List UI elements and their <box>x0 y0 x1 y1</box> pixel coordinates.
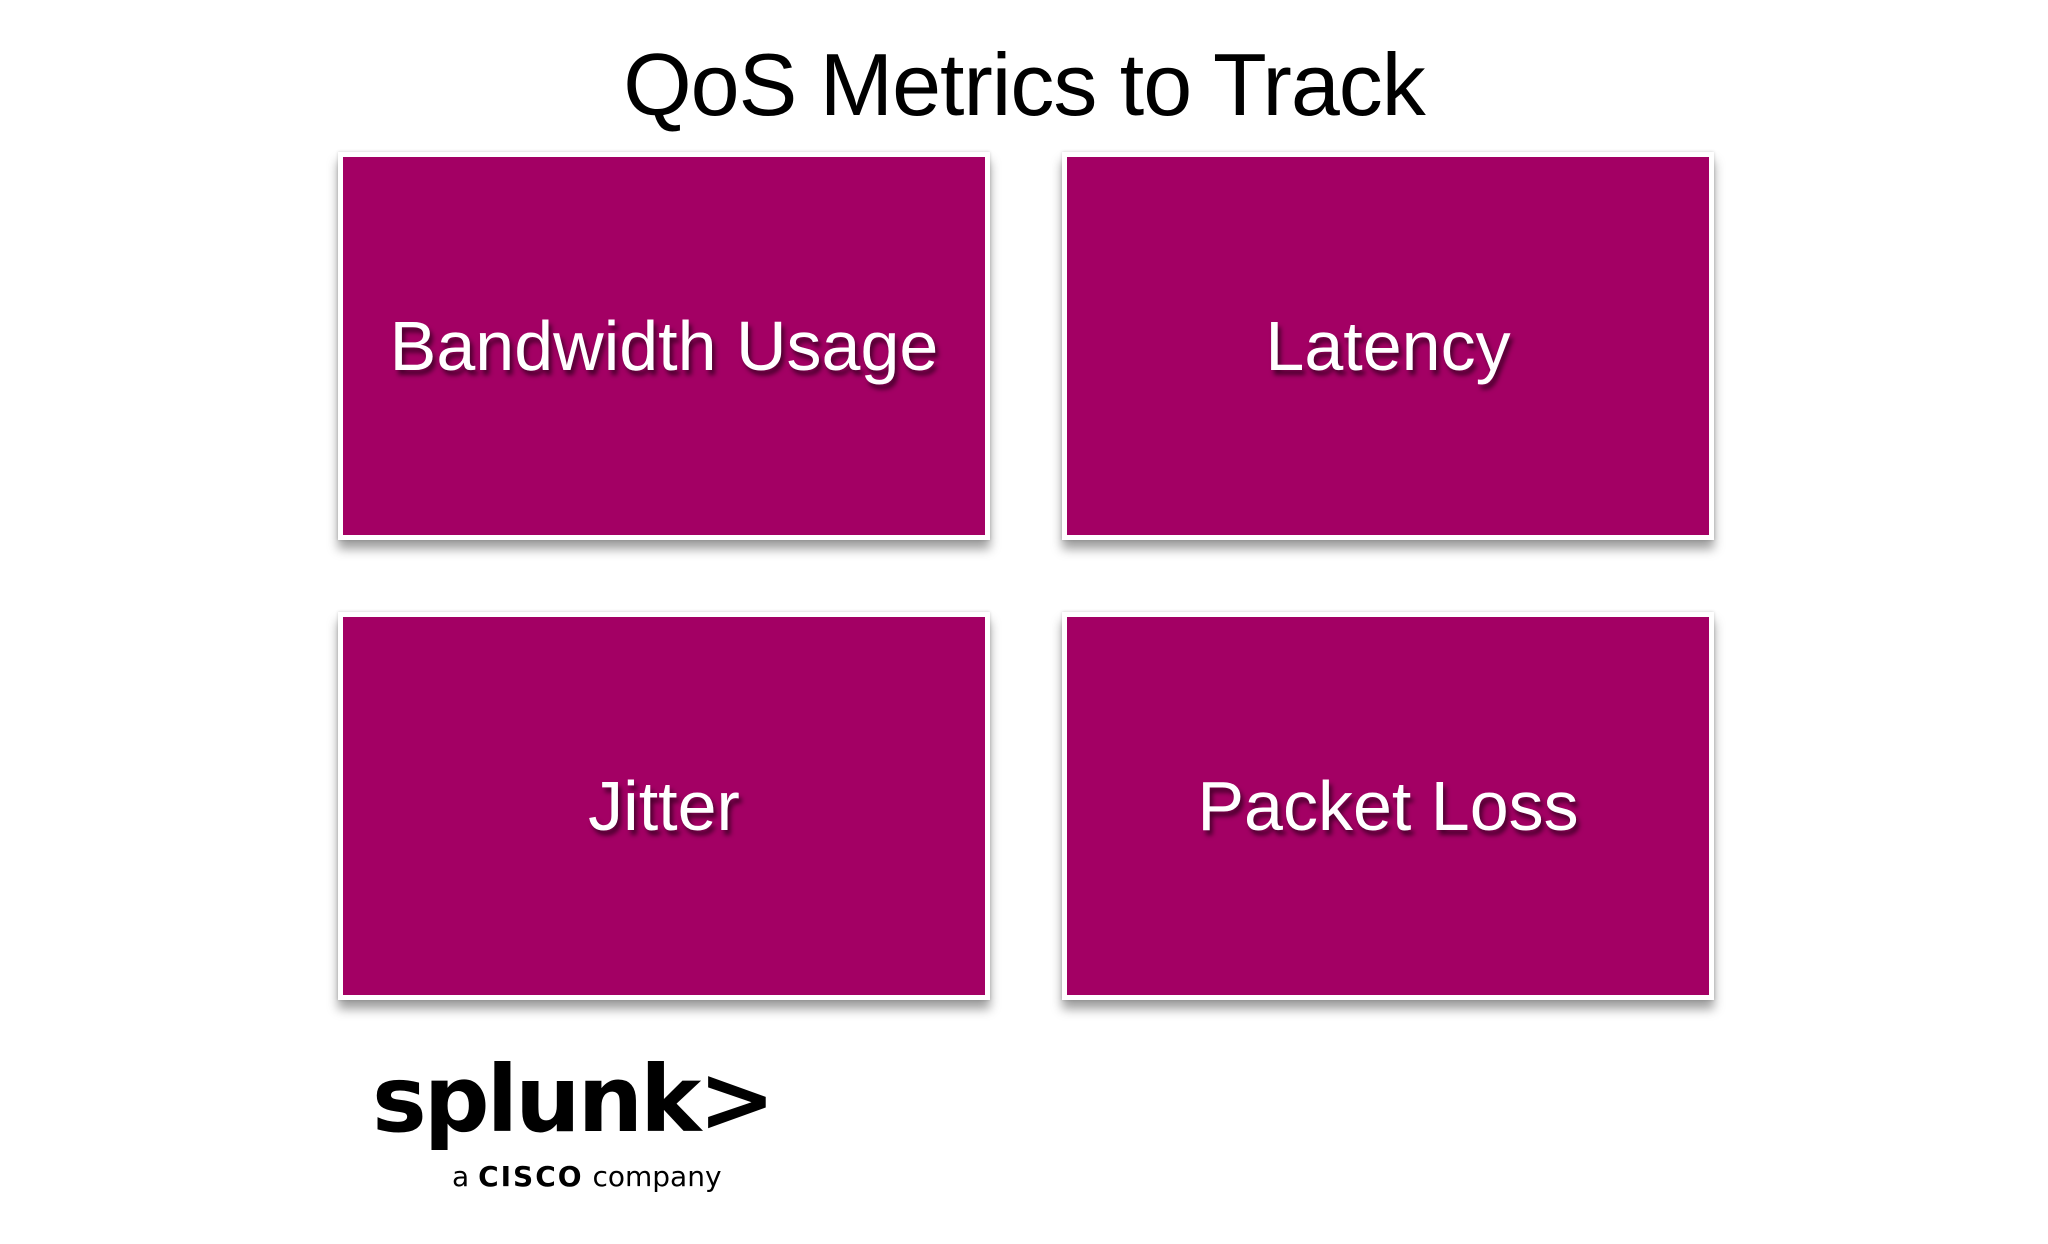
metric-tile-jitter: Jitter <box>338 612 990 1000</box>
slide-title: QoS Metrics to Track <box>623 35 1426 134</box>
logo-tagline-brand: CISCO <box>478 1160 584 1193</box>
metric-label-bandwidth-usage: Bandwidth Usage <box>389 307 939 385</box>
splunk-logo: splunk> a CISCO company <box>372 1050 775 1200</box>
logo-wordmark: splunk> <box>372 1046 775 1153</box>
metric-label-jitter: Jitter <box>588 767 740 845</box>
metric-tile-packet-loss: Packet Loss <box>1062 612 1714 1000</box>
metric-tile-latency: Latency <box>1062 152 1714 540</box>
metric-label-latency: Latency <box>1265 307 1511 385</box>
metric-tile-bandwidth-usage: Bandwidth Usage <box>338 152 990 540</box>
logo-tagline-prefix: a <box>452 1160 470 1193</box>
logo-tagline-suffix: company <box>592 1160 722 1193</box>
logo-tagline: a CISCO company <box>452 1160 722 1194</box>
metric-label-packet-loss: Packet Loss <box>1197 767 1579 845</box>
